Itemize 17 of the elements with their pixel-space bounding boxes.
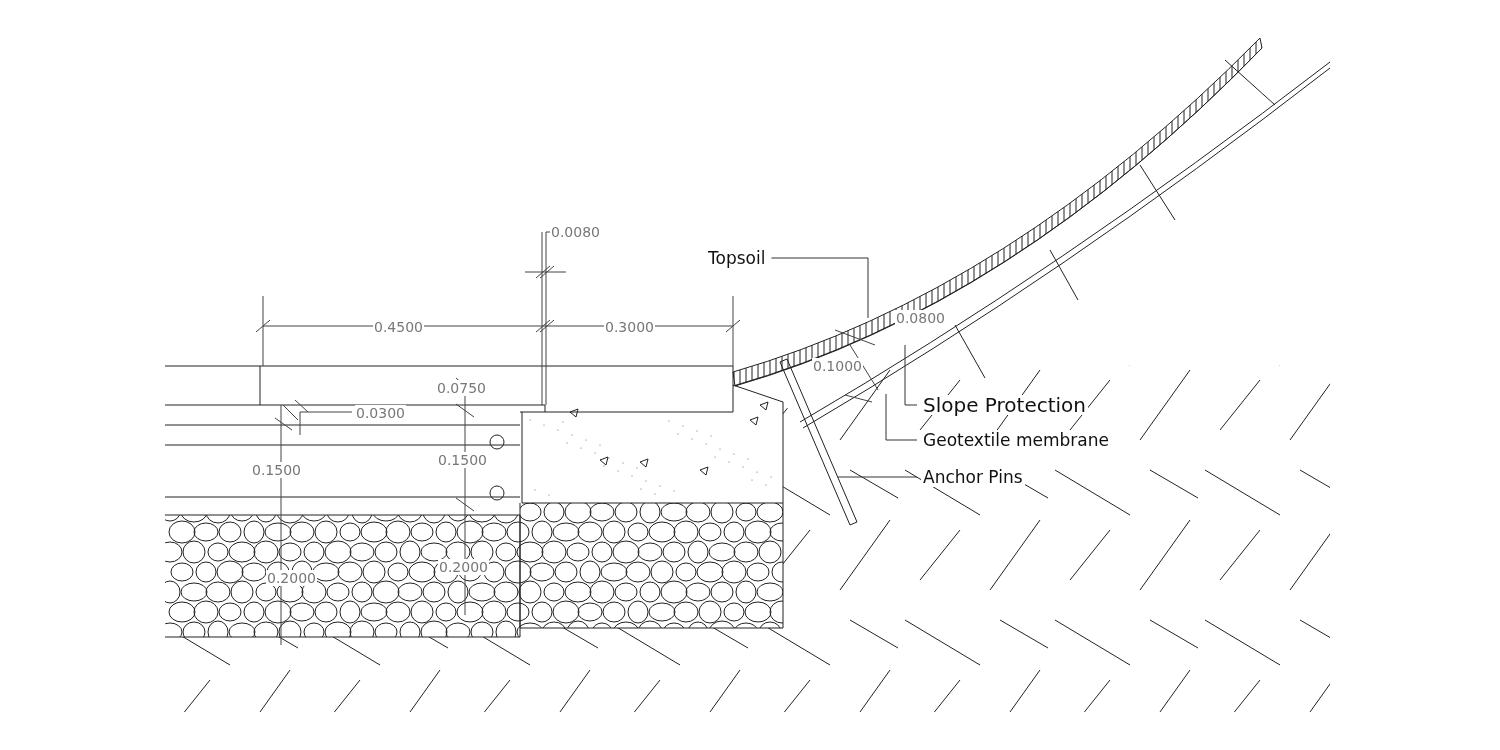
dimension-label: 0.0300 [355, 405, 406, 421]
dimension-label: 0.2000 [438, 559, 489, 575]
dimension-label: 0.1500 [251, 462, 302, 478]
dimension-label: 0.4500 [373, 319, 424, 335]
dimension-label: 0.1000 [812, 358, 863, 374]
dimension-label: 0.1500 [437, 452, 488, 468]
leader-line [904, 344, 918, 406]
leader-line [770, 257, 869, 319]
dimension-label: 0.2000 [266, 570, 317, 586]
dimension-label: 0.0800 [895, 310, 946, 326]
callout-label: Anchor Pins [921, 467, 1025, 487]
dimension-label: 0.0080 [550, 224, 601, 240]
leader-line [885, 393, 918, 441]
callout-label: Slope Protection [921, 395, 1089, 415]
dimension-label: 0.0750 [436, 380, 487, 396]
leader-line [837, 476, 918, 478]
dimension-label: 0.3000 [604, 319, 655, 335]
